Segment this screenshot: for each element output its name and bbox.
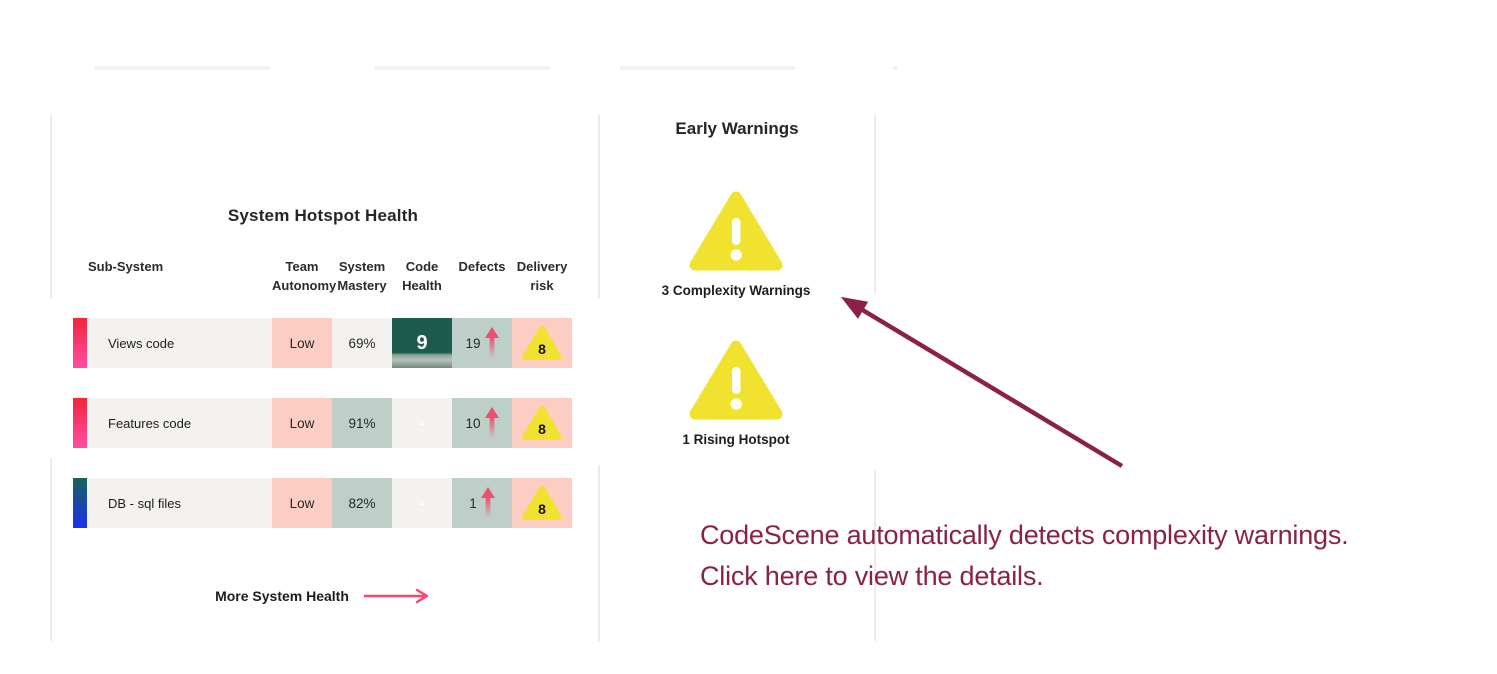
rising-hotspot-label: 1 Rising Hotspot — [682, 432, 790, 447]
code-health-score: - — [419, 495, 425, 511]
complexity-warnings-label: 3 Complexity Warnings — [661, 283, 811, 298]
annotation-line-1: CodeScene automatically detects complexi… — [700, 520, 1349, 550]
right-arrow-icon — [363, 588, 429, 604]
defects-count: 10 — [465, 415, 481, 431]
column-header-delivery-risk: Delivery risk — [516, 259, 568, 293]
subsystem-color-bar — [73, 318, 87, 368]
column-header-sub-system: Sub-System — [88, 259, 164, 274]
subsystem-name: DB - sql files — [87, 478, 272, 528]
table-row-views-code[interactable]: Views code Low 69% 9 19 8 — [73, 318, 573, 368]
risk-warning-triangle-icon: 8 — [522, 406, 562, 440]
panel-divider — [50, 458, 52, 641]
trend-up-arrow-icon — [484, 327, 499, 358]
column-header-team-autonomy: Team Autonomy — [272, 259, 337, 293]
delivery-risk-cell: 8 — [512, 398, 572, 448]
risk-warning-triangle-icon: 8 — [522, 486, 562, 520]
team-autonomy-badge: Low — [272, 398, 332, 448]
early-warnings-title: Early Warnings — [675, 119, 799, 138]
code-health-gauge: - — [392, 398, 452, 448]
warning-triangle-icon — [689, 191, 783, 271]
complexity-warnings-item[interactable]: 3 Complexity Warnings — [650, 188, 822, 298]
trend-up-arrow-icon — [480, 487, 495, 518]
team-autonomy-badge: Low — [272, 318, 332, 368]
code-health-gauge: 9 — [392, 318, 452, 368]
team-autonomy-badge: Low — [272, 478, 332, 528]
subsystem-color-bar — [73, 398, 87, 448]
subsystem-name: Views code — [87, 318, 272, 368]
trend-up-arrow-icon — [484, 407, 499, 438]
system-mastery-value: 82% — [332, 478, 392, 528]
subsystem-name: Features code — [87, 398, 272, 448]
cropped-card-edge — [95, 66, 270, 70]
annotation-line-2: Click here to view the details. — [700, 561, 1044, 591]
delivery-risk-score: 8 — [538, 341, 546, 357]
annotation-arrow — [840, 296, 1124, 468]
table-row-db-sql-files[interactable]: DB - sql files Low 82% - 1 8 — [73, 478, 573, 528]
defects-cell: 19 — [452, 318, 512, 368]
code-health-score: - — [419, 415, 425, 431]
column-header-system-mastery: System Mastery — [337, 259, 387, 293]
subsystem-color-bar — [73, 478, 87, 528]
risk-warning-triangle-icon: 8 — [522, 326, 562, 360]
column-header-defects: Defects — [458, 259, 506, 274]
system-mastery-value: 91% — [332, 398, 392, 448]
hotspot-table-header: Sub-System Team Autonomy System Mastery … — [73, 257, 573, 295]
delivery-risk-cell: 8 — [512, 478, 572, 528]
panel-divider — [598, 465, 600, 641]
more-system-health-label: More System Health — [215, 588, 349, 604]
system-hotspot-health-title: System Hotspot Health — [227, 206, 419, 225]
cropped-card-edge — [893, 66, 897, 70]
panel-divider — [50, 115, 52, 299]
warning-triangle-icon — [689, 340, 783, 420]
column-header-code-health: Code Health — [402, 259, 442, 293]
defects-cell: 10 — [452, 398, 512, 448]
code-health-score: 9 — [416, 331, 428, 354]
panel-divider — [874, 115, 876, 293]
cropped-card-edge — [620, 66, 795, 70]
panel-divider — [598, 115, 600, 299]
panel-divider — [874, 470, 876, 641]
defects-count: 1 — [469, 495, 477, 511]
code-health-gauge: - — [392, 478, 452, 528]
delivery-risk-cell: 8 — [512, 318, 572, 368]
cropped-card-edge — [375, 66, 550, 70]
system-mastery-value: 69% — [332, 318, 392, 368]
delivery-risk-score: 8 — [538, 421, 546, 437]
table-row-features-code[interactable]: Features code Low 91% - 10 8 — [73, 398, 573, 448]
defects-cell: 1 — [452, 478, 512, 528]
defects-count: 19 — [465, 335, 481, 351]
more-system-health-link[interactable]: More System Health — [73, 588, 573, 604]
delivery-risk-score: 8 — [538, 501, 546, 517]
rising-hotspot-item[interactable]: 1 Rising Hotspot — [650, 337, 822, 447]
annotation-text: CodeScene automatically detects complexi… — [700, 515, 1349, 597]
